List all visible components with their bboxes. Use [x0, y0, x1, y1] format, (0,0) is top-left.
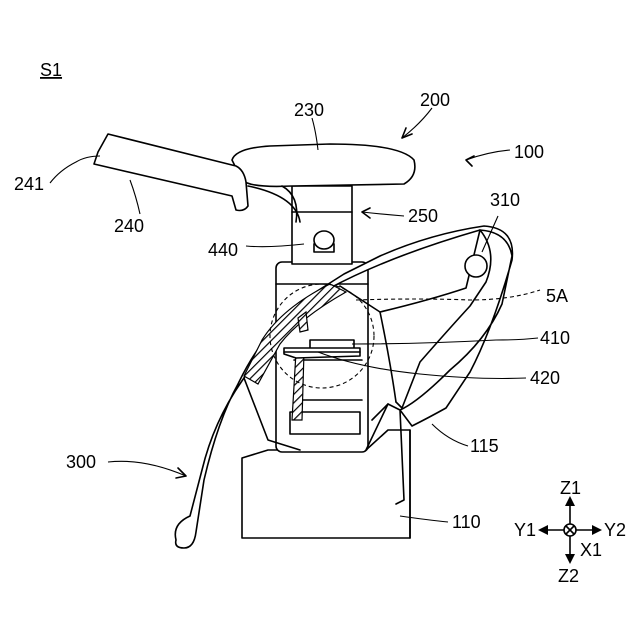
- axis-x1: X1: [580, 540, 602, 560]
- axis-z2: Z2: [558, 566, 579, 586]
- button-440: [314, 231, 334, 252]
- label-230: 230: [294, 100, 324, 120]
- axis-y2: Y2: [604, 520, 626, 540]
- label-241: 241: [14, 174, 44, 194]
- label-420: 420: [530, 368, 560, 388]
- label-5a: 5A: [546, 286, 568, 306]
- label-310: 310: [490, 190, 520, 210]
- label-410: 410: [540, 328, 570, 348]
- label-115: 115: [470, 436, 499, 456]
- axis-z1: Z1: [560, 478, 581, 498]
- label-440: 440: [208, 240, 238, 260]
- label-250: 250: [408, 206, 438, 226]
- label-240: 240: [114, 216, 144, 236]
- label-200: 200: [420, 90, 450, 110]
- label-110: 110: [452, 512, 481, 532]
- figure-id: S1: [40, 60, 62, 80]
- label-300: 300: [66, 452, 96, 472]
- axis-y1: Y1: [514, 520, 536, 540]
- label-100: 100: [514, 142, 544, 162]
